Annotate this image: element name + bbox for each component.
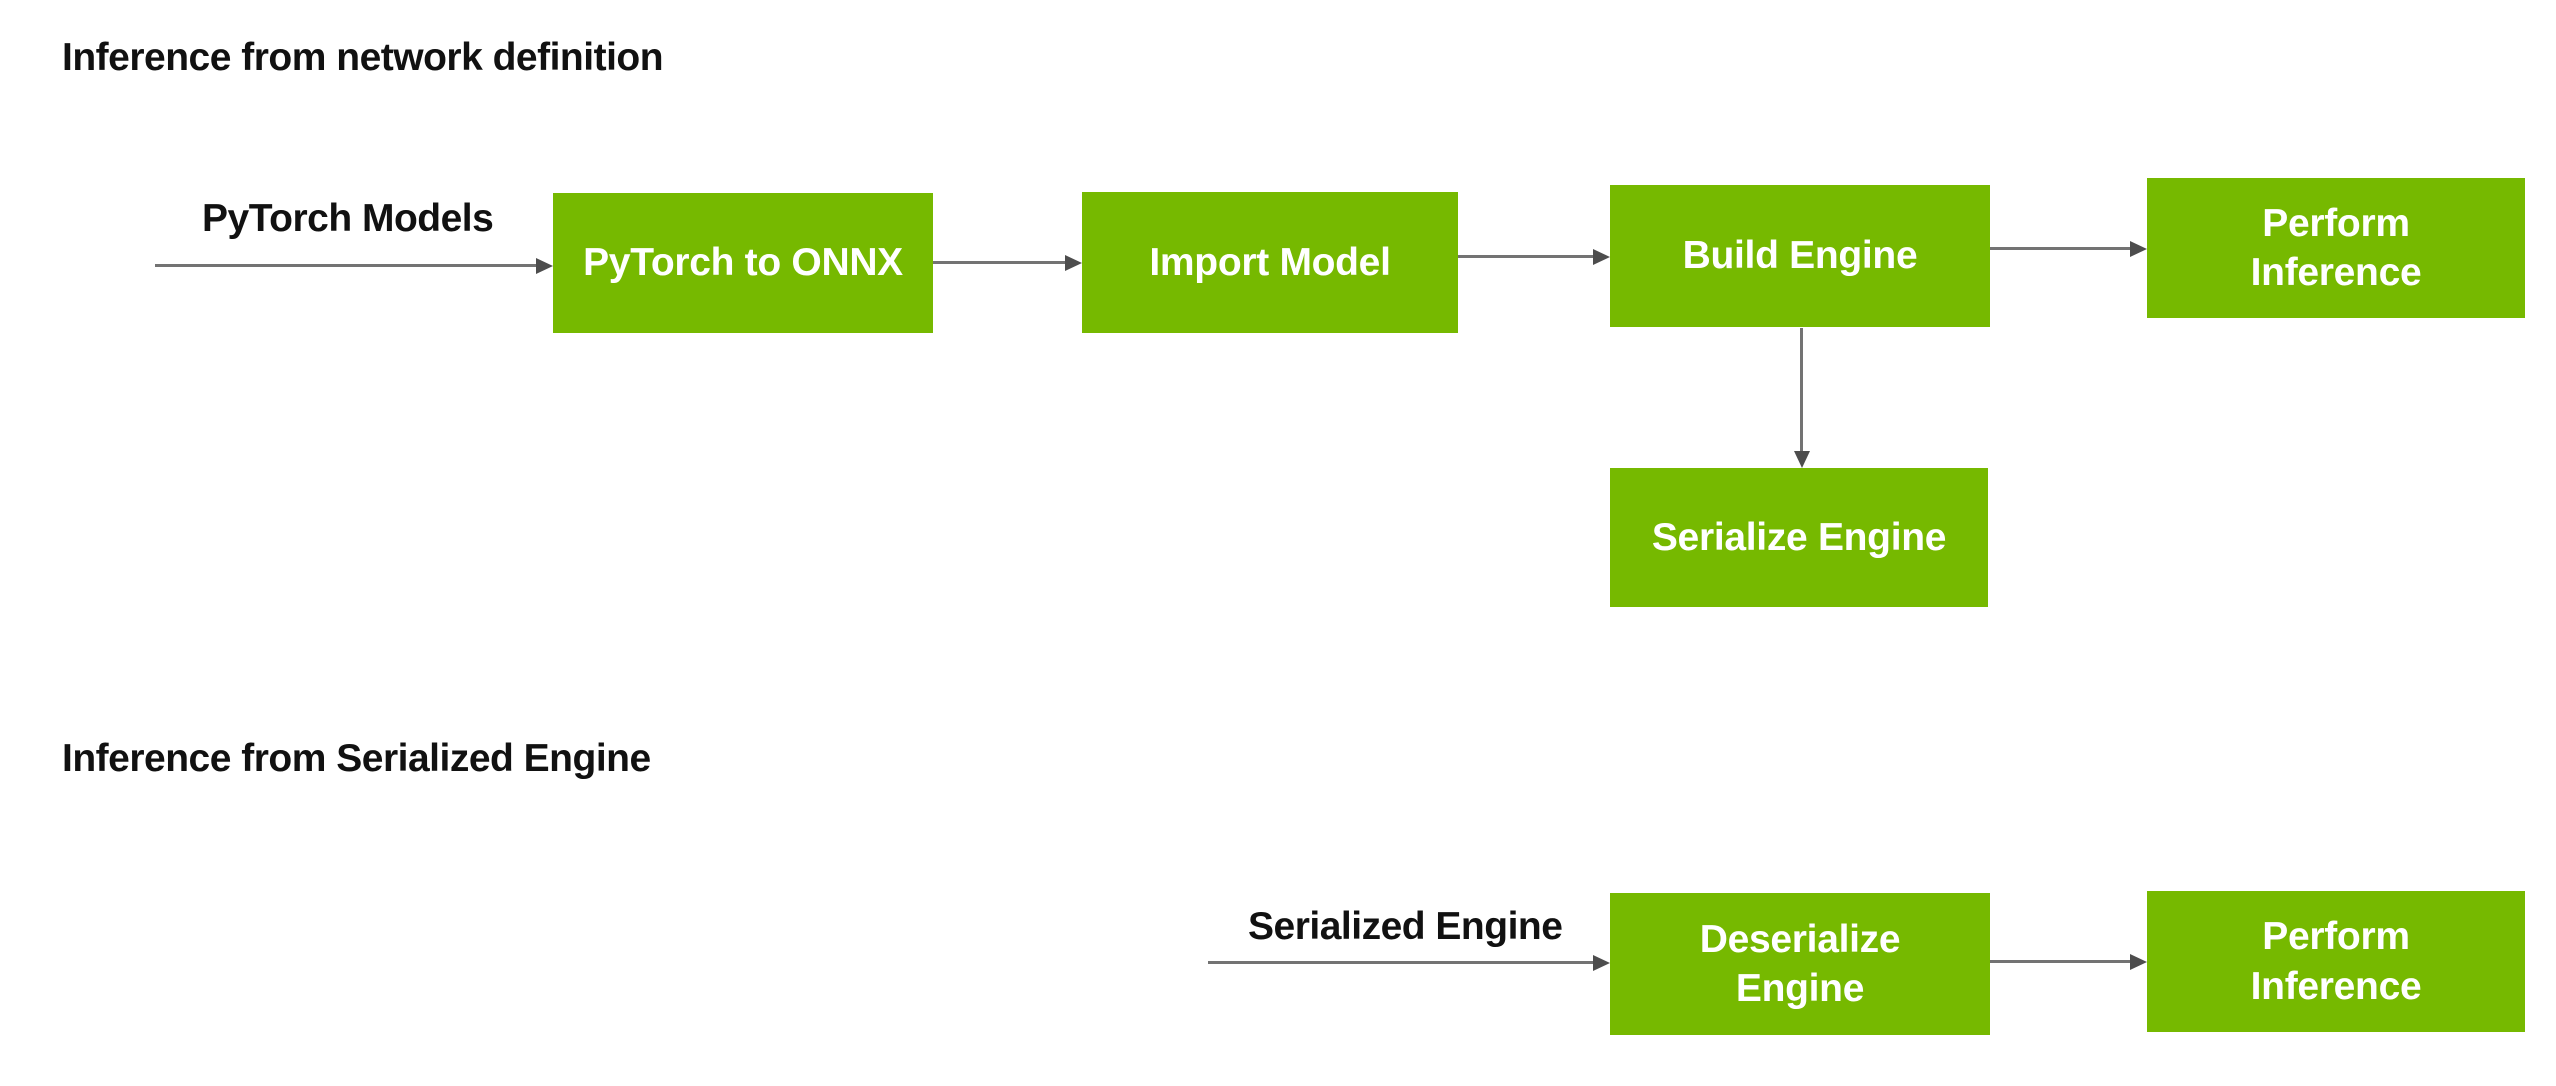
arrowhead-right-icon [2130, 953, 2147, 970]
arrow-build-engine-to-serialize-engine [1793, 328, 1810, 468]
arrow-import-model-to-build-engine [1458, 248, 1610, 265]
edge-label-pytorch-models: PyTorch Models [202, 197, 494, 240]
arrowhead-down-icon [1793, 451, 1810, 468]
arrow-build-engine-to-perform-inference [1990, 240, 2147, 257]
node-pytorch-to-onnx: PyTorch to ONNX [553, 193, 933, 333]
node-deserialize-engine: Deserialize Engine [1610, 893, 1990, 1035]
section-2-title: Inference from Serialized Engine [62, 737, 651, 780]
arrow-input-to-deserialize-engine [1208, 954, 1610, 971]
section-1-title: Inference from network definition [62, 36, 664, 79]
edge-label-serialized-engine: Serialized Engine [1248, 905, 1563, 948]
arrowhead-right-icon [1065, 254, 1082, 271]
node-serialize-engine: Serialize Engine [1610, 468, 1988, 607]
node-import-model: Import Model [1082, 192, 1458, 333]
arrow-deserialize-engine-to-perform-inference [1990, 953, 2147, 970]
node-perform-inference-2: Perform Inference [2147, 891, 2525, 1032]
arrowhead-right-icon [2130, 240, 2147, 257]
arrow-pytorch-to-onnx-to-import-model [933, 254, 1082, 271]
arrowhead-right-icon [1593, 954, 1610, 971]
arrow-input-to-pytorch-to-onnx [155, 257, 553, 274]
node-perform-inference-1: Perform Inference [2147, 178, 2525, 318]
arrowhead-right-icon [536, 257, 553, 274]
arrowhead-right-icon [1593, 248, 1610, 265]
node-build-engine: Build Engine [1610, 185, 1990, 327]
